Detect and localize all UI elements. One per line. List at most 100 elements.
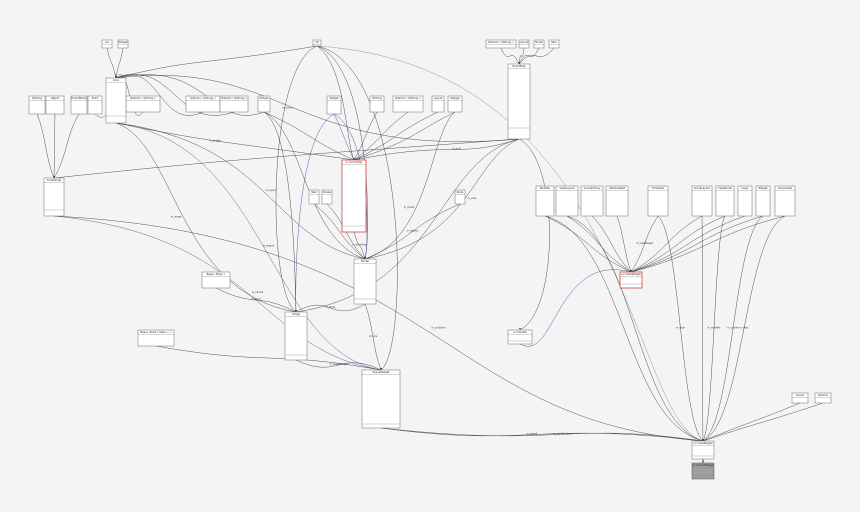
class-name: Object <box>51 96 59 100</box>
edge-n_sfx-n_red_1 <box>353 138 520 161</box>
edge-n_model-n_image <box>295 303 366 313</box>
class-name: ui::SceneWidget <box>693 463 714 467</box>
class-node-n-rt-f: ScrollLayout <box>691 185 713 217</box>
class-name: Widget <box>329 96 338 100</box>
edge-label: m_core <box>369 335 378 338</box>
class-node-n-top-a: osc <box>101 39 113 49</box>
edge-arrowhead <box>518 62 520 64</box>
class-name: Widget <box>758 186 767 190</box>
class-name: Options <box>818 393 829 397</box>
class-box <box>392 95 424 113</box>
edge-n_left_a-n_left_box <box>53 113 56 179</box>
class-box <box>647 185 669 217</box>
edge-label: m_widget <box>209 140 220 143</box>
class-name: Item <box>551 40 557 44</box>
edge-label: m_scroller <box>727 327 739 330</box>
class-name: QVector< QString > <box>130 96 156 100</box>
class-box <box>117 39 129 49</box>
class-node-n-rt-i: Widget <box>755 185 771 217</box>
edge-n_left_box-n_final <box>53 215 704 442</box>
class-name: TimeModel <box>47 178 61 182</box>
edge-n_mid_a-n_left_box <box>36 113 55 179</box>
class-node-n-rt-g: ViewModel <box>715 185 735 217</box>
edge-arrowhead <box>519 328 521 330</box>
class-box <box>691 185 713 217</box>
class-name: AttributeRef <box>609 186 625 190</box>
class-name: Widget <box>118 40 127 44</box>
class-box <box>814 392 832 404</box>
edge-label: m_point <box>251 298 260 301</box>
class-box <box>507 329 533 345</box>
class-box <box>605 185 629 217</box>
class-node-n-engine: SceneWidget <box>361 369 401 429</box>
class-node-n-left-box: TimeModel <box>43 177 65 217</box>
edge-n_top_b-n_core <box>115 47 124 79</box>
edge-arrowhead <box>630 270 632 272</box>
edge-n_rt_f-n_final <box>701 215 704 442</box>
class-box <box>137 329 175 347</box>
edge-label: m_layer <box>676 327 685 330</box>
class-name: ui::Controller <box>346 160 364 164</box>
edge-label: m_modifier <box>708 327 721 330</box>
class-name: Layout <box>520 40 529 44</box>
class-node-n-sfx: EventMap <box>507 63 531 140</box>
class-node-n-end: ui::SceneWidget <box>691 462 715 480</box>
class-name: QVector< QString > <box>395 96 421 100</box>
class-node-n-rt-h: Layer <box>737 185 753 217</box>
edge-n_mid_e-n_red_1 <box>263 111 355 161</box>
edge-n_top_e-n_sfx <box>518 47 525 65</box>
edge-n_model-n_engine <box>364 303 382 371</box>
edge-n_small_c-n_model <box>364 203 461 260</box>
class-box <box>791 392 809 404</box>
edge-arrowhead <box>702 461 704 463</box>
edge-label: m_style <box>452 148 461 151</box>
edge-n_engine-n_final <box>380 427 704 442</box>
edge-arrowhead <box>353 158 355 160</box>
class-node-n-mid-c: QVector< QString > <box>185 95 221 113</box>
class-node-n-top-b: Widget <box>117 39 129 49</box>
class-node-n-rt-j: SceneView <box>774 185 796 217</box>
class-box <box>485 39 517 49</box>
class-node-n-small-c: Node <box>454 189 466 205</box>
edge-label: m_parent <box>527 433 538 436</box>
class-name: Point <box>92 96 98 100</box>
class-name: QVector< QString > <box>190 96 216 100</box>
class-name: EventMap <box>513 64 526 68</box>
class-node-n-small-b: Shape <box>321 189 333 205</box>
class-name: osc <box>105 41 110 44</box>
class-box <box>219 95 249 113</box>
edge-n_mid_e-n_image <box>263 111 297 313</box>
class-node-n-mid-e: Widget <box>257 95 271 113</box>
class-box <box>691 462 715 480</box>
class-name: QVector< QString > <box>221 96 247 100</box>
class-name: QString <box>32 96 42 100</box>
class-name: TimeView <box>652 186 665 190</box>
class-node-n-image: Image <box>284 311 308 361</box>
edge-n_mid_e-n_core <box>115 74 265 116</box>
class-name: EventModel <box>71 96 86 100</box>
class-name: Shape <box>323 190 332 194</box>
edge-label: m_options <box>407 230 420 233</box>
class-name: ViewLayout <box>560 186 575 190</box>
edge-n_rt_c-n_red_2 <box>591 215 632 273</box>
class-box <box>43 177 65 217</box>
class-box <box>454 189 466 205</box>
class-box <box>715 185 735 217</box>
edge-n_rt_e-n_red_2 <box>630 215 659 273</box>
edge-n_top_d-n_sfx <box>500 47 520 65</box>
class-box <box>312 39 322 47</box>
edge-n_rt_e-n_final <box>657 215 704 442</box>
class-node-n-mid-h: Layout <box>431 95 445 113</box>
edge-n_rt_d-n_red_2 <box>616 215 632 273</box>
class-node-n-rt-a: Modifier <box>535 185 555 217</box>
class-box <box>101 39 113 49</box>
class-name: Core <box>113 78 119 82</box>
class-node-n-rt-e: TimeView <box>647 185 669 217</box>
edge-label: m_layout <box>265 189 276 192</box>
edge-arrowhead <box>364 257 366 259</box>
class-node-n-top-e: Layout <box>518 39 530 49</box>
edge-n_small_a-n_model <box>313 203 366 260</box>
edge-label: m_handle <box>252 291 264 294</box>
edge-n_rt_g-n_final <box>702 215 726 442</box>
